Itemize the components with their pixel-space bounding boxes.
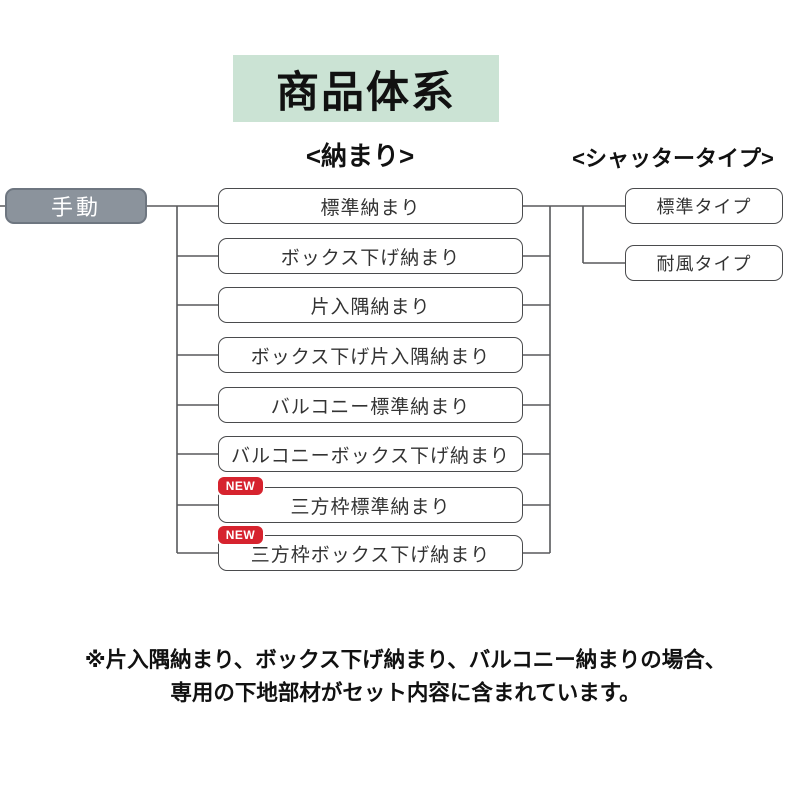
flowchart-connector-path bbox=[0, 205, 625, 554]
page-title: 商品体系 bbox=[233, 55, 499, 122]
new-badge: NEW bbox=[216, 524, 265, 546]
node-shutter-standard-type: 標準タイプ bbox=[625, 188, 783, 224]
node-fitting-threeside-box-lowered: 三方枠ボックス下げ納まり bbox=[218, 535, 523, 571]
column-header-shutter: <シャッタータイプ> bbox=[572, 146, 774, 171]
node-manual: 手動 bbox=[5, 188, 147, 224]
node-fitting-standard: 標準納まり bbox=[218, 188, 523, 224]
node-shutter-windproof-type: 耐風タイプ bbox=[625, 245, 783, 281]
node-fitting-single-corner: 片入隅納まり bbox=[218, 287, 523, 323]
column-header-fitting: <納まり> bbox=[305, 141, 415, 171]
node-fitting-threeside-standard: 三方枠標準納まり bbox=[218, 487, 523, 523]
node-fitting-box-lowered-single-corner: ボックス下げ片入隅納まり bbox=[218, 337, 523, 373]
node-fitting-box-lowered: ボックス下げ納まり bbox=[218, 238, 523, 274]
footnote-line-1: ※片入隅納まり、ボックス下げ納まり、バルコニー納まりの場合、 bbox=[84, 648, 727, 672]
node-fitting-balcony-standard: バルコニー標準納まり bbox=[218, 387, 523, 423]
new-badge: NEW bbox=[216, 475, 265, 497]
footnote: ※片入隅納まり、ボックス下げ納まり、バルコニー納まりの場合、 専用の下地部材がセ… bbox=[50, 644, 761, 710]
footnote-line-2: 専用の下地部材がセット内容に含まれています。 bbox=[170, 681, 641, 705]
node-fitting-balcony-box-lowered: バルコニーボックス下げ納まり bbox=[218, 436, 523, 472]
